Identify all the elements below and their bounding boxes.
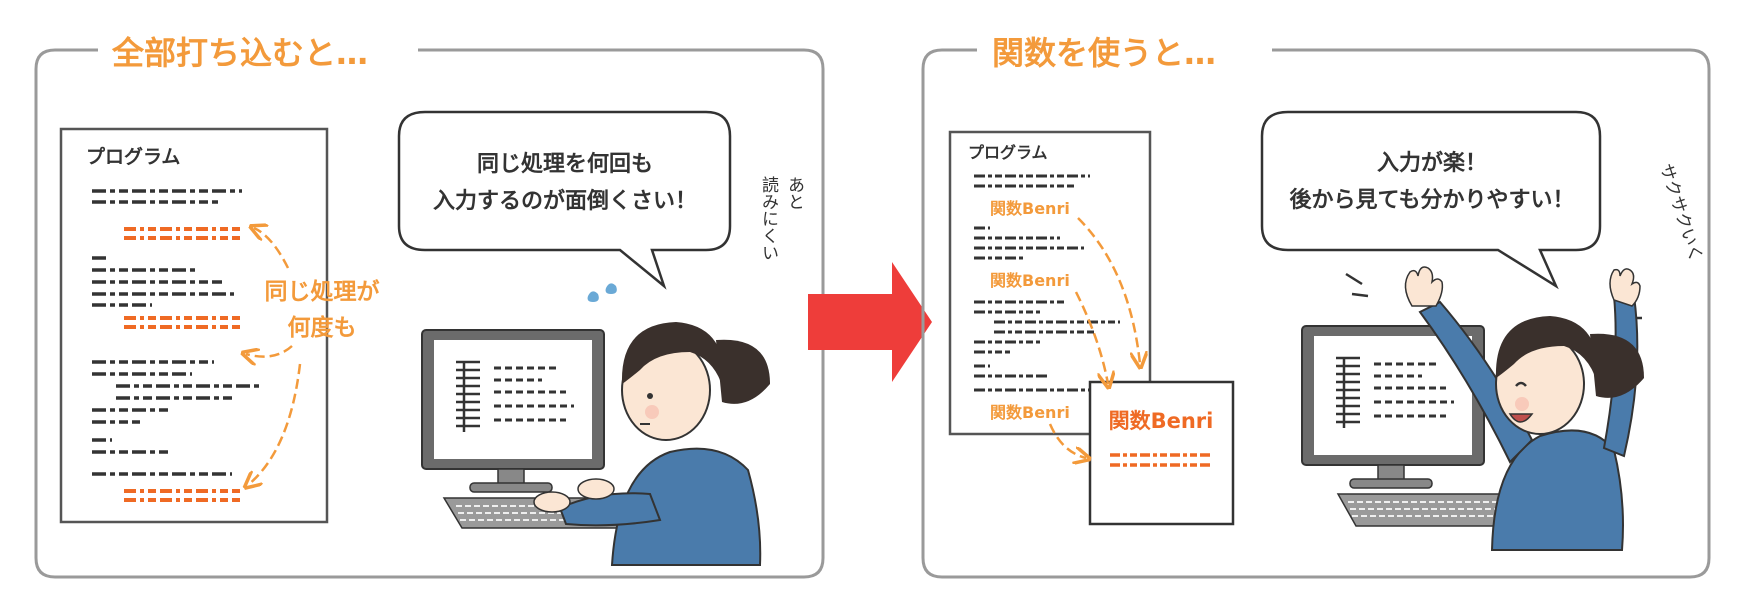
repeat-annotation-line1: 同じ処理が bbox=[265, 278, 380, 305]
function-call-label: 関数Benri bbox=[990, 271, 1070, 290]
right-panel-title: 関数を使うと… bbox=[992, 34, 1216, 72]
right-keyboard bbox=[1336, 493, 1518, 527]
call-arrows bbox=[1048, 217, 1140, 458]
left-panel: 全部打ち込むと… プログラム bbox=[34, 34, 825, 579]
function-call-label: 関数Benri bbox=[990, 199, 1070, 218]
left-doc-title: プログラム bbox=[86, 145, 180, 168]
right-doc-title: プログラム bbox=[968, 143, 1048, 162]
left-monitor bbox=[421, 329, 605, 493]
right-person bbox=[1404, 266, 1644, 551]
right-speech-bubble: 入力が楽！ 後から見ても分かりやすい！ bbox=[1260, 110, 1602, 290]
right-speech-line2: 後から見ても分かりやすい！ bbox=[1290, 187, 1575, 213]
excitement-lines-icon bbox=[1345, 272, 1642, 320]
repeat-annotation-line2: 何度も bbox=[288, 314, 357, 341]
left-speech-bubble: 同じ処理を何回も 入力するのが面倒くさい！ bbox=[397, 110, 732, 290]
transition-arrow-icon bbox=[808, 262, 932, 382]
right-panel: 関数を使うと… プログラム 関数Benri bbox=[921, 34, 1711, 579]
function-definition-box: 関数Benri bbox=[1088, 380, 1235, 526]
aside-text: サクサクいく bbox=[1655, 161, 1706, 264]
repeated-code bbox=[124, 227, 240, 502]
function-box-title: 関数Benri bbox=[1109, 409, 1214, 433]
sweat-drops-icon bbox=[587, 283, 617, 302]
aside-text-col1: あと bbox=[784, 176, 804, 210]
code-lines bbox=[92, 189, 262, 476]
right-speech-line1: 入力が楽！ bbox=[1377, 150, 1487, 176]
function-call-label: 関数Benri bbox=[990, 403, 1070, 422]
left-speech-line1: 同じ処理を何回も bbox=[477, 151, 653, 177]
repeat-arrows bbox=[246, 228, 302, 485]
left-person bbox=[533, 322, 770, 566]
aside-text-col2: 読みにくい bbox=[758, 176, 779, 261]
left-speech-line2: 入力するのが面倒くさい！ bbox=[433, 188, 697, 214]
left-program-document: プログラム bbox=[59, 127, 329, 524]
left-panel-frame bbox=[34, 48, 825, 579]
right-panel-frame bbox=[921, 48, 1711, 579]
right-monitor bbox=[1301, 325, 1485, 489]
code-lines bbox=[974, 174, 1120, 392]
left-panel-title: 全部打ち込むと… bbox=[111, 34, 368, 72]
